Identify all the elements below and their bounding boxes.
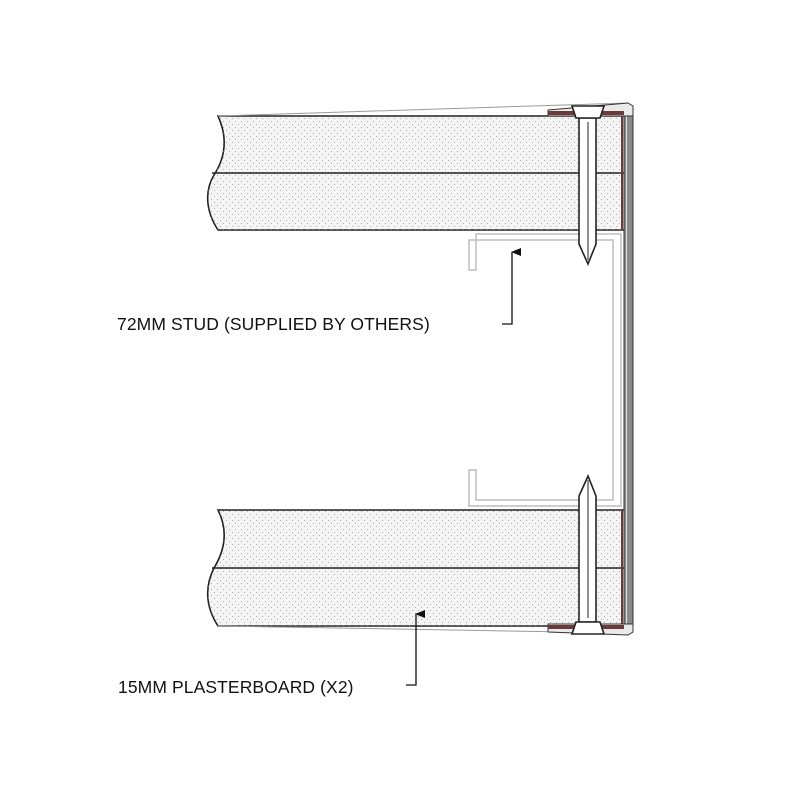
lower-screw-head	[570, 621, 606, 635]
lower-screw	[570, 473, 606, 635]
upper-perspective-line	[217, 102, 629, 117]
stud-callout-label: 72MM STUD (SUPPLIED BY OTHERS)	[117, 314, 430, 334]
plasterboard-callout-label: 15MM PLASTERBOARD (X2)	[118, 677, 354, 697]
edge-frame-rail	[623, 105, 634, 631]
metal-stud-outline	[468, 233, 622, 507]
upper-screw	[570, 105, 606, 267]
plasterboard-leader-line	[406, 610, 425, 686]
upper-screw-head	[570, 105, 606, 119]
lower-plasterboard-layers	[206, 509, 629, 627]
stud-leader-line	[502, 248, 521, 325]
upper-plasterboard-layers	[206, 115, 629, 231]
